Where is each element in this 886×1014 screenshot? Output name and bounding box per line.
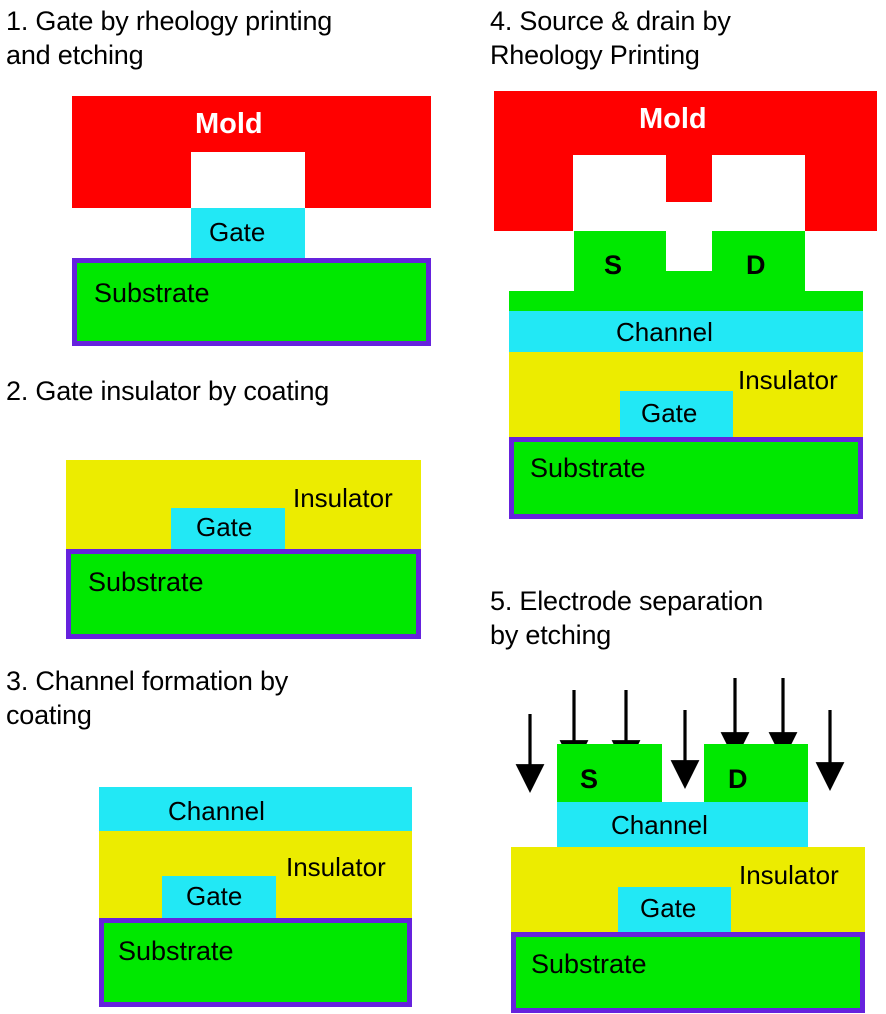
step-4: 4. Source & drain by Rheology Printing M… (480, 0, 886, 520)
step-5: 5. Electrode separation by etching (480, 580, 886, 1014)
gate-layer (171, 508, 285, 549)
step-2-stack: Insulator Gate Substrate (0, 370, 460, 650)
mold-center-protrusion (666, 91, 712, 202)
electrode-notch-floor (666, 271, 712, 291)
step-2: 2. Gate insulator by coating Insulator G… (0, 370, 460, 650)
step-5-stack: S D Channel Insulator Gate Substrate (480, 580, 886, 1014)
mold-left-arm (494, 91, 573, 231)
electrode-base-layer (509, 291, 863, 311)
step-4-caption: 4. Source & drain by Rheology Printing (490, 6, 731, 70)
channel-layer (557, 802, 808, 847)
substrate-layer (511, 932, 865, 1013)
mold-top-bar (72, 96, 431, 152)
etch-arrows-group (515, 678, 845, 793)
mold-right-arm (805, 91, 877, 231)
gate-layer (191, 208, 305, 258)
source-electrode-block (574, 231, 666, 291)
channel-layer (509, 311, 863, 352)
step-2-caption: 2. Gate insulator by coating (6, 376, 330, 406)
step-3-stack: Channel Insulator Gate Substrate (0, 660, 460, 1014)
gate-layer (620, 391, 733, 437)
step-3-caption: 3. Channel formation by coating (6, 666, 289, 730)
source-electrode-block (557, 744, 662, 802)
substrate-layer (66, 549, 421, 639)
gate-layer (162, 876, 276, 918)
substrate-layer (99, 918, 412, 1007)
substrate-layer (509, 437, 863, 519)
step-3: 3. Channel formation by coating Channel … (0, 660, 460, 1014)
step-5-caption: 5. Electrode separation by etching (490, 586, 764, 650)
step-1-caption: 1. Gate by rheology printing and etching (6, 6, 333, 70)
drain-electrode-block (712, 231, 805, 291)
drain-electrode-block (704, 744, 808, 802)
step-4-stack: Mold S D Channel Insulator Gate Substrat… (480, 0, 886, 520)
substrate-layer (72, 258, 431, 346)
gate-layer (618, 887, 731, 932)
channel-layer (99, 787, 412, 831)
step-1: 1. Gate by rheology printing and etching… (0, 0, 460, 360)
step-1-stack: Mold Gate Substrate (0, 0, 460, 360)
